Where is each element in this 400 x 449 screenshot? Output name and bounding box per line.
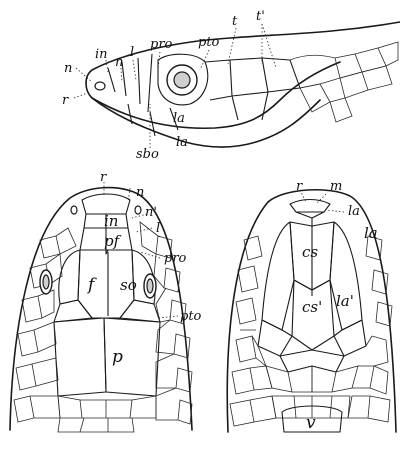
top-label-n: n [136,185,144,200]
top-right-pupil [146,278,154,294]
top-label-l: l [156,221,160,236]
side-neck-scales [289,41,399,123]
bottom-head-outline [226,188,397,433]
side-nostril [94,81,106,91]
side-label-r: r [62,93,69,108]
side-label-n-outer: n [64,61,72,76]
side-label-n-inner: n [115,55,123,70]
top-label-r: r [100,170,107,185]
top-right-nostril [134,205,142,215]
top-label-p: p [112,347,123,367]
bottom-view: r m la la cs cs' la' v [226,179,397,433]
side-label-t-prime: t' [256,9,265,24]
side-label-sbo: sbo [136,147,159,162]
bottom-label-v: v [306,413,316,433]
top-label-f: f [86,275,97,295]
top-label-n-prime: n' [145,205,157,220]
bottom-label-cs-prime: cs' [302,298,322,316]
top-left-pupil [42,274,50,290]
side-label-la-upper: la [173,111,185,126]
bottom-label-la: la [364,224,378,242]
top-label-pto: pto [180,309,202,324]
top-head-outline [9,186,193,431]
bottom-gular-scales [229,235,393,433]
side-view: n in n l pro pto t t' r la la sbo [62,9,400,162]
side-label-l: l [130,45,134,60]
side-pupil [173,71,191,89]
side-label-pto: pto [198,35,220,50]
top-view: r n in n' l pf pro f so pto p [9,170,202,433]
bottom-plates [257,198,367,373]
top-left-nostril [70,205,78,215]
side-label-pro: pro [150,37,173,52]
side-label-la-lower: la [176,135,188,150]
top-label-so: so [120,276,137,294]
bottom-leaders [299,189,345,213]
side-jaw-line [91,61,341,130]
top-label-in: in [104,212,118,230]
bottom-label-r: r [296,179,303,194]
side-leaders [73,23,277,148]
top-side-scales [13,221,193,433]
top-label-pro: pro [164,251,187,266]
side-label-in: in [95,47,108,62]
bottom-label-la-small: la [348,204,360,219]
bottom-label-cs: cs [302,243,318,261]
bottom-label-la-prime: la' [336,292,354,310]
side-head-plates [107,53,301,137]
bottom-label-m: m [330,179,342,194]
top-label-pf: pf [104,232,122,250]
side-label-t: t [232,14,238,29]
top-leaders [103,182,179,319]
side-head-outline [85,21,400,148]
